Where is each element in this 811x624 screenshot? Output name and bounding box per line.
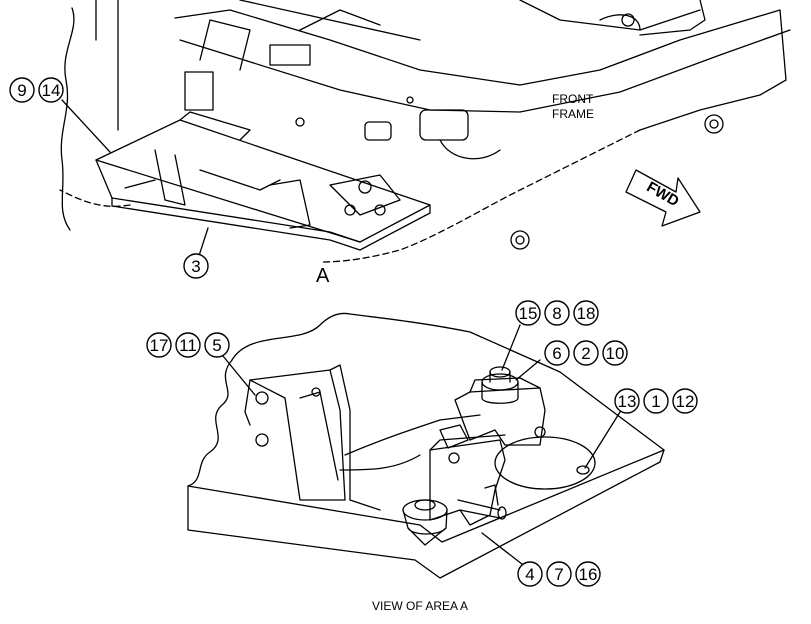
callout-detail-bottom — [517, 561, 601, 587]
callout-7: 7 — [554, 565, 563, 584]
view-caption: VIEW OF AREA A — [372, 599, 468, 613]
front-frame-label-line1: FRONT — [552, 92, 594, 106]
leader-lines — [61, 99, 621, 569]
callout-17: 17 — [150, 336, 169, 355]
callout-top-bottom — [183, 253, 209, 279]
callout-15: 15 — [519, 304, 538, 323]
callout-top-left — [9, 77, 64, 103]
bracket-detail-drawing — [187, 312, 665, 579]
callout-12: 12 — [676, 392, 695, 411]
callout-detail-left — [146, 332, 230, 358]
front-frame-label-line2: FRAME — [552, 107, 594, 121]
callout-2: 2 — [581, 344, 590, 363]
callout-9: 9 — [17, 81, 26, 100]
callout-4: 4 — [525, 565, 534, 584]
callout-detail-right — [614, 388, 698, 414]
callout-1: 1 — [651, 392, 660, 411]
callout-5: 5 — [212, 336, 221, 355]
callout-6: 6 — [552, 344, 561, 363]
callout-14: 14 — [42, 81, 61, 100]
front-frame-drawing — [59, 0, 791, 263]
callout-13: 13 — [618, 392, 637, 411]
callout-3: 3 — [191, 257, 200, 276]
callout-detail-top — [515, 300, 599, 326]
callout-10: 10 — [606, 344, 625, 363]
callout-18: 18 — [577, 304, 596, 323]
callout-detail-mid — [544, 340, 628, 366]
callout-11: 11 — [179, 336, 197, 355]
area-a-label: A — [316, 265, 330, 287]
callout-16: 16 — [579, 565, 598, 584]
callout-8: 8 — [552, 304, 561, 323]
forward-arrow — [625, 169, 701, 227]
